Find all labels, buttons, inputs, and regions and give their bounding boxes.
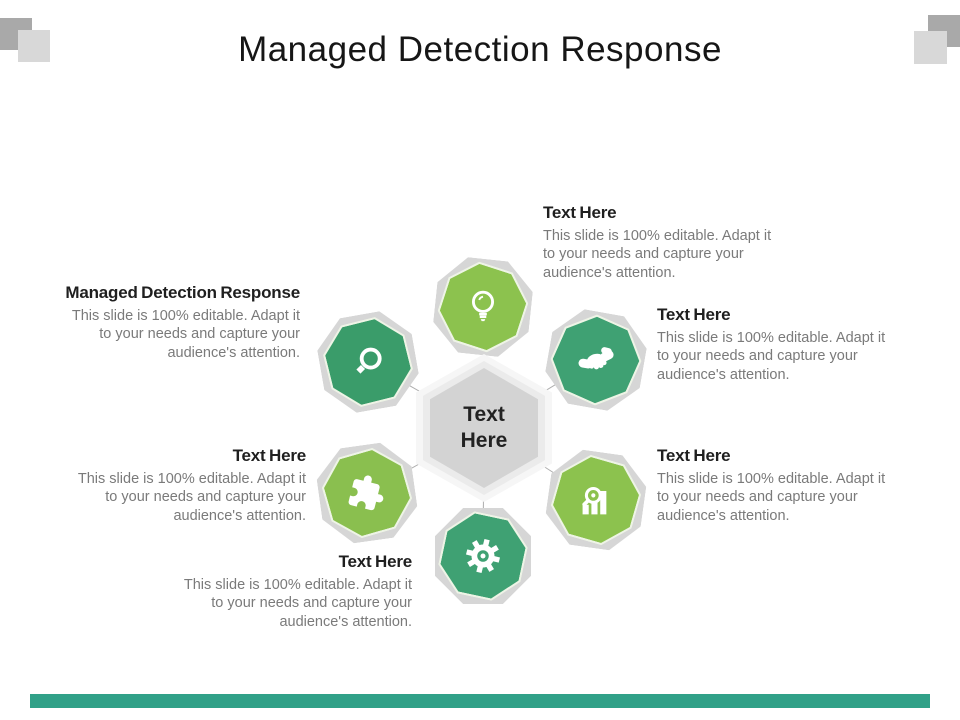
node-puzzle [319, 445, 415, 541]
block-heading: Text Here [338, 552, 413, 571]
center-label-line1: Text [463, 402, 505, 426]
text-block-upper-right: Text Here This slide is 100% editable. A… [657, 305, 897, 384]
corner-decoration-top-right-light [914, 31, 947, 64]
text-block-upper-left: Managed Detection Response This slide is… [62, 283, 300, 362]
node-magnifier [320, 314, 416, 410]
magnifier-icon [356, 347, 382, 374]
block-body: This slide is 100% editable. Adapt it to… [71, 307, 300, 361]
block-heading: Text Here [543, 203, 617, 222]
puzzle-icon [348, 475, 384, 511]
block-body: This slide is 100% editable. Adapt it to… [77, 470, 306, 524]
text-block-lower-right: Text Here This slide is 100% editable. A… [657, 446, 897, 525]
node-chart-magnifier [548, 452, 644, 548]
block-body: This slide is 100% editable. Adapt it to… [183, 576, 412, 630]
block-body: This slide is 100% editable. Adapt it to… [657, 329, 886, 383]
page-title: Managed Detection Response [238, 30, 722, 69]
block-heading: Text Here [232, 446, 307, 465]
block-heading: Text Here [657, 305, 731, 324]
text-block-bottom: Text Here This slide is 100% editable. A… [174, 552, 412, 631]
text-block-lower-left: Text Here This slide is 100% editable. A… [68, 446, 306, 525]
corner-decoration-top-left-light [18, 30, 50, 62]
gear-icon [465, 538, 501, 574]
node-lightbulb [435, 259, 531, 355]
block-heading: Text Here [657, 446, 731, 465]
center-hexagon-label: Text Here [416, 354, 552, 502]
accent-bar [30, 694, 930, 708]
node-handshake [548, 312, 644, 408]
text-block-top: Text Here This slide is 100% editable. A… [543, 203, 783, 282]
block-body: This slide is 100% editable. Adapt it to… [657, 470, 886, 524]
node-gear [435, 508, 531, 604]
center-hexagon: Text Here [416, 354, 552, 502]
lightbulb-icon [471, 290, 495, 322]
block-body: This slide is 100% editable. Adapt it to… [543, 227, 772, 281]
center-label-line2: Here [460, 429, 508, 452]
block-heading: Managed Detection Response [65, 283, 300, 302]
handshake-icon [578, 347, 614, 370]
chart-magnifier-icon [582, 486, 607, 515]
